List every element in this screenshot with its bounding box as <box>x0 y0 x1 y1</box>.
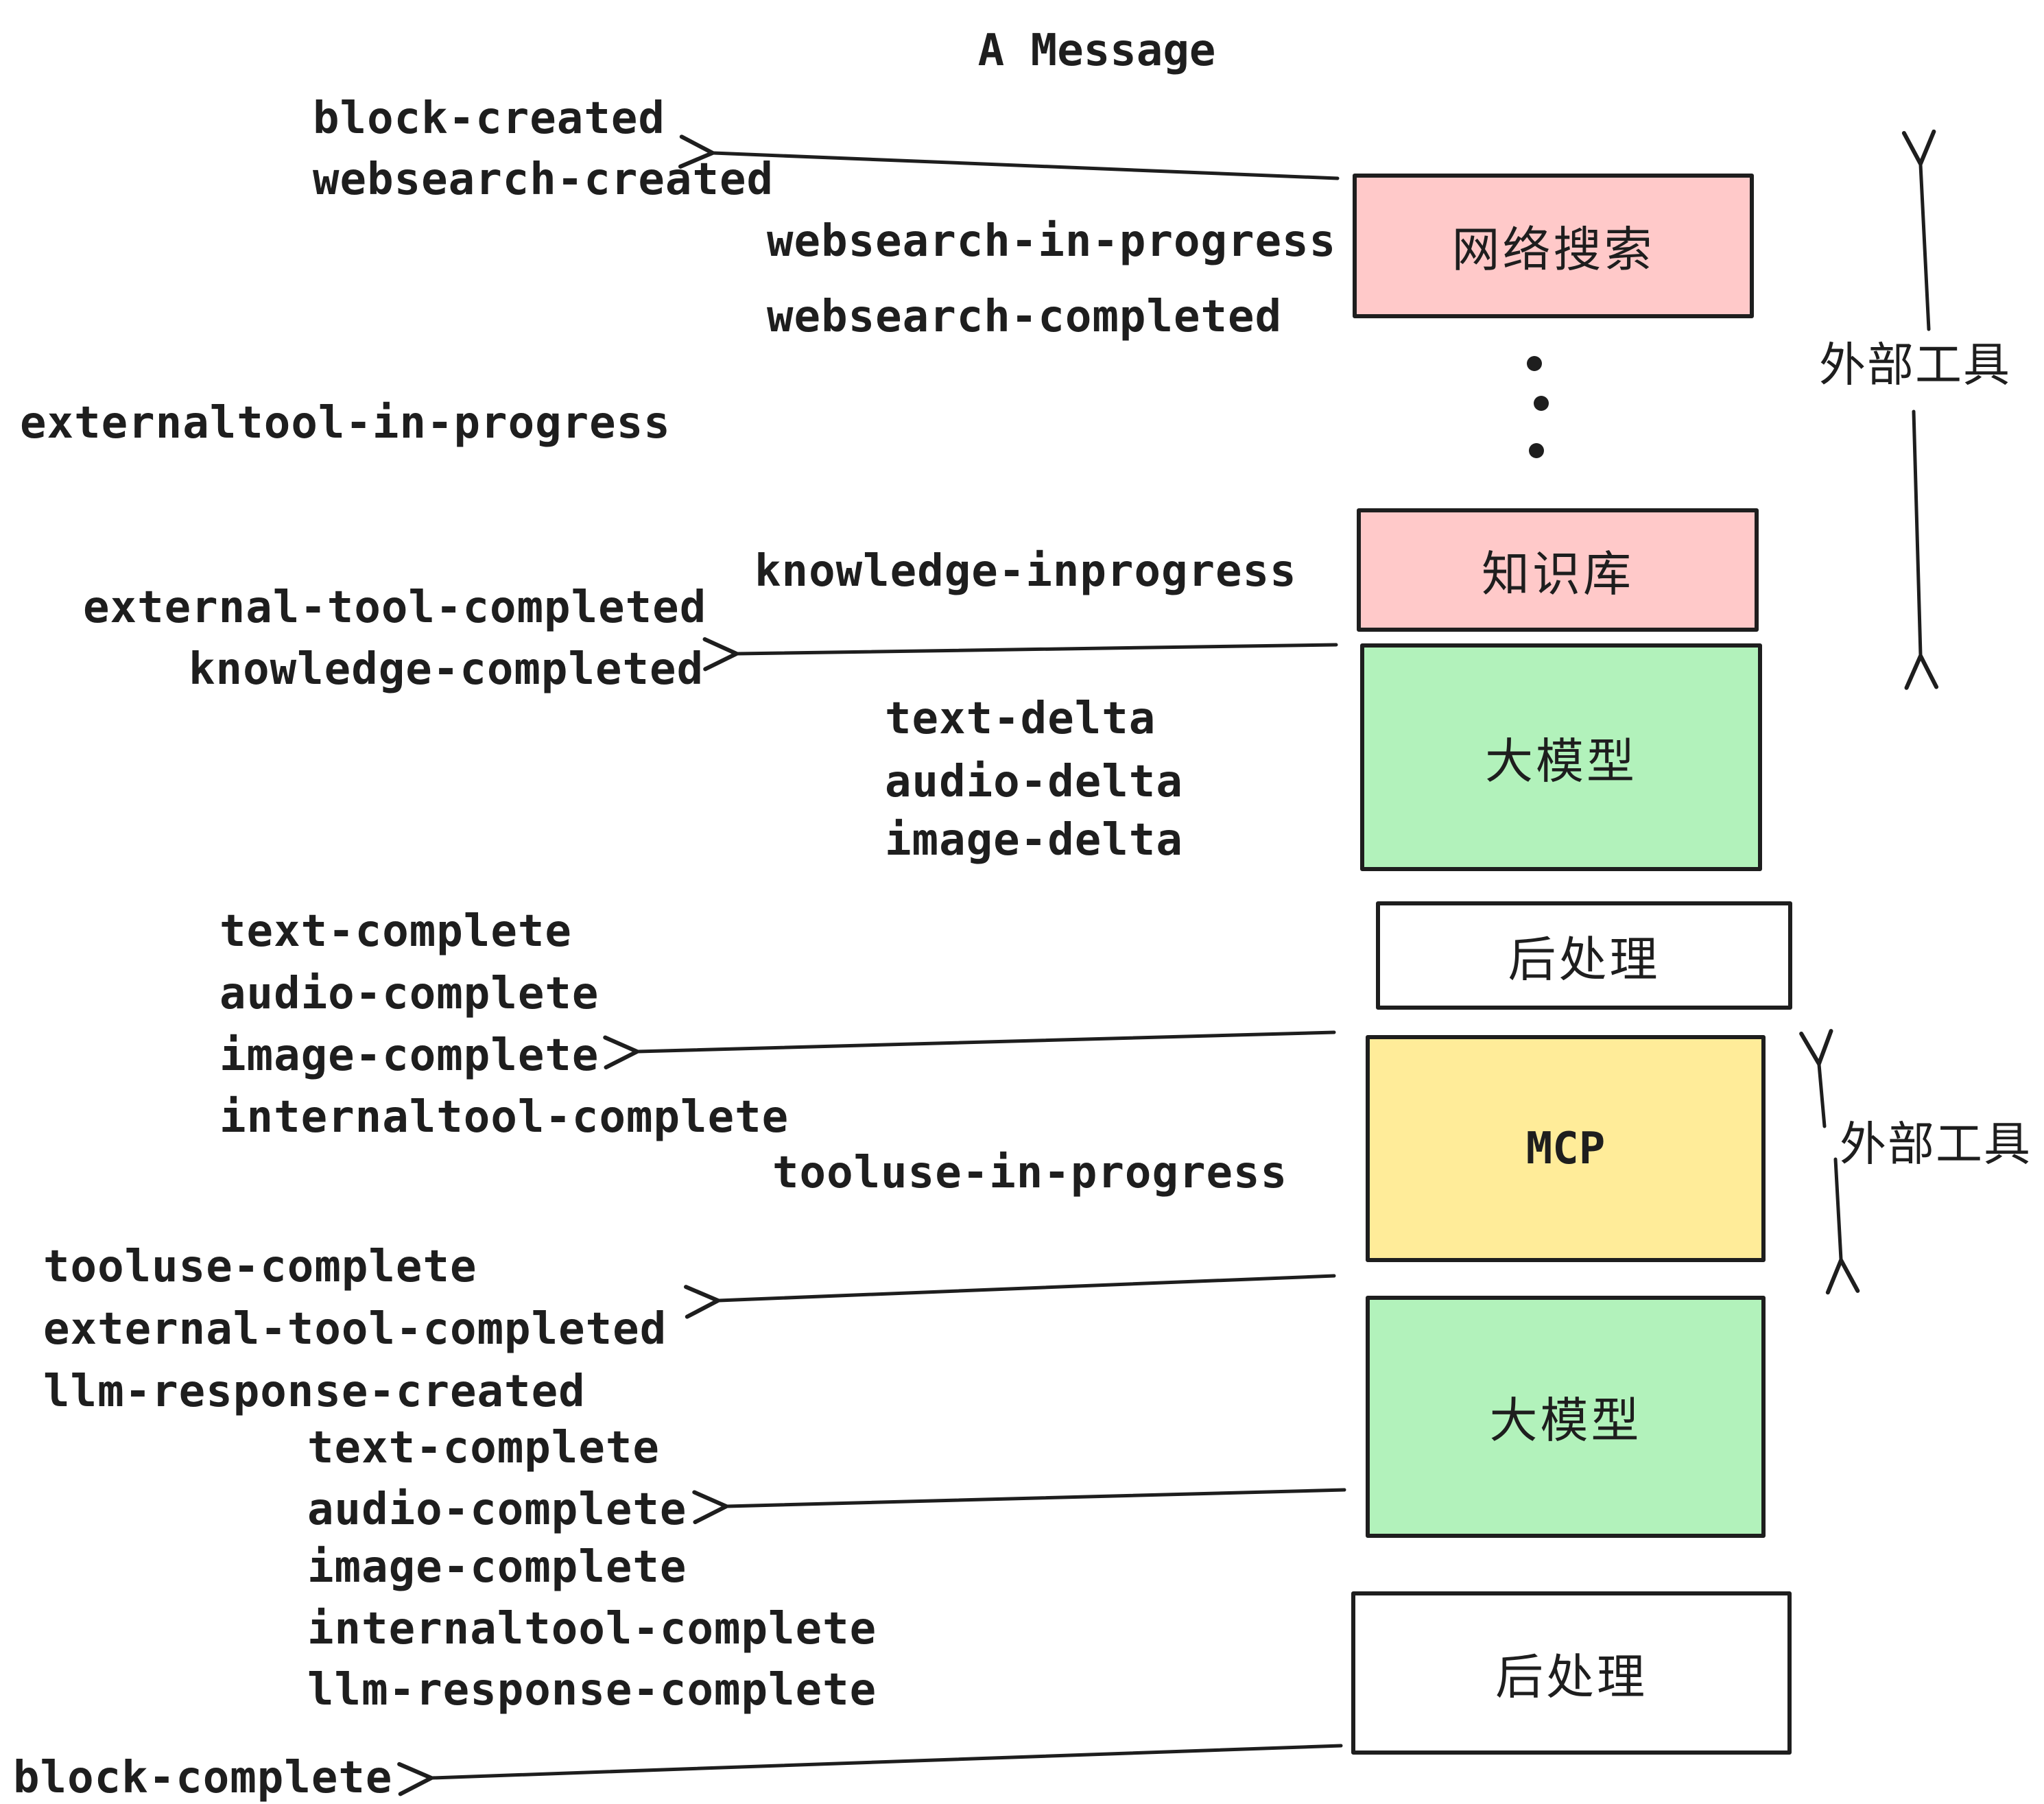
llm-box-1-label: 大模型 <box>1485 734 1637 788</box>
event-label-text-complete: text-complete <box>307 1423 660 1473</box>
external-tool-up-arrow-1 <box>1901 129 1936 331</box>
llm-box-2-label: 大模型 <box>1489 1394 1642 1447</box>
arrow-to-block-created <box>678 134 1340 180</box>
event-label-block-complete: block-complete <box>13 1753 393 1803</box>
event-label-websearch-in-progress: websearch-in-progress <box>767 216 1337 267</box>
arrow-to-knowledge-completed <box>702 637 1338 672</box>
event-label-audio-complete: audio-complete <box>219 969 599 1019</box>
external-tool-down-arrow-1 <box>1904 410 1939 690</box>
event-label-llm-response-created: llm-response-created <box>43 1366 586 1417</box>
websearch-box-label: 网络搜索 <box>1451 223 1655 276</box>
post-box-1-label: 后处理 <box>1508 932 1661 986</box>
mcp-box-label: MCP <box>1525 1123 1606 1174</box>
websearch-box: 网络搜索 <box>1353 174 1754 318</box>
mcp-box: MCP <box>1366 1035 1766 1262</box>
event-label-tooluse-complete: tooluse-complete <box>43 1242 477 1292</box>
event-label-llm-response-complete: llm-response-complete <box>307 1665 877 1716</box>
llm-box-1: 大模型 <box>1360 643 1762 871</box>
arrow-to-block-complete <box>397 1744 1343 1796</box>
event-label-internaltool-complete: internaltool-complete <box>219 1092 789 1143</box>
external-tool-down-arrow-2 <box>1825 1157 1860 1295</box>
knowledge-box-label: 知识库 <box>1482 547 1634 601</box>
event-label-block-created: block-created <box>313 93 665 144</box>
diagram-title: A Message <box>977 25 1216 76</box>
arrow-to-audio-complete <box>692 1488 1346 1525</box>
event-label-text-complete: text-complete <box>219 906 572 957</box>
arrow-to-image-complete <box>603 1030 1336 1070</box>
event-label-image-complete: image-complete <box>307 1542 687 1593</box>
event-label-text-delta: text-delta <box>885 693 1156 744</box>
event-label-external-tool-completed: external-tool-completed <box>43 1304 667 1355</box>
event-label-image-complete: image-complete <box>219 1030 599 1081</box>
post-box-2: 后处理 <box>1351 1591 1792 1755</box>
event-label-tooluse-in-progress: tooluse-in-progress <box>772 1148 1288 1198</box>
event-label-audio-complete: audio-complete <box>307 1484 687 1535</box>
event-label-internaltool-complete: internaltool-complete <box>307 1604 877 1654</box>
post-box-2-label: 后处理 <box>1495 1650 1648 1704</box>
event-label-websearch-created: websearch-created <box>313 154 774 205</box>
knowledge-box: 知识库 <box>1357 508 1759 632</box>
post-box-1: 后处理 <box>1376 901 1792 1010</box>
llm-box-2: 大模型 <box>1366 1296 1766 1538</box>
event-label-external-tool-completed: external-tool-completed <box>83 582 707 633</box>
event-label-websearch-completed: websearch-completed <box>767 292 1283 342</box>
external-tool-up-arrow-2 <box>1799 1029 1833 1128</box>
external-tools-label-2: 外部工具 <box>1839 1118 2032 1171</box>
ellipsis-dot <box>1527 356 1542 371</box>
event-label-image-delta: image-delta <box>885 815 1183 866</box>
event-label-externaltool-in-progress: externaltool-in-progress <box>20 398 671 449</box>
ellipsis-dot <box>1529 443 1544 458</box>
event-label-audio-delta: audio-delta <box>885 757 1183 807</box>
event-label-knowledge-inprogress: knowledge-inprogress <box>754 546 1297 597</box>
external-tools-label-1: 外部工具 <box>1818 339 2012 392</box>
arrow-to-external-tool-completed <box>684 1274 1336 1319</box>
event-label-knowledge-completed: knowledge-completed <box>189 644 704 695</box>
ellipsis-dot <box>1534 396 1549 411</box>
